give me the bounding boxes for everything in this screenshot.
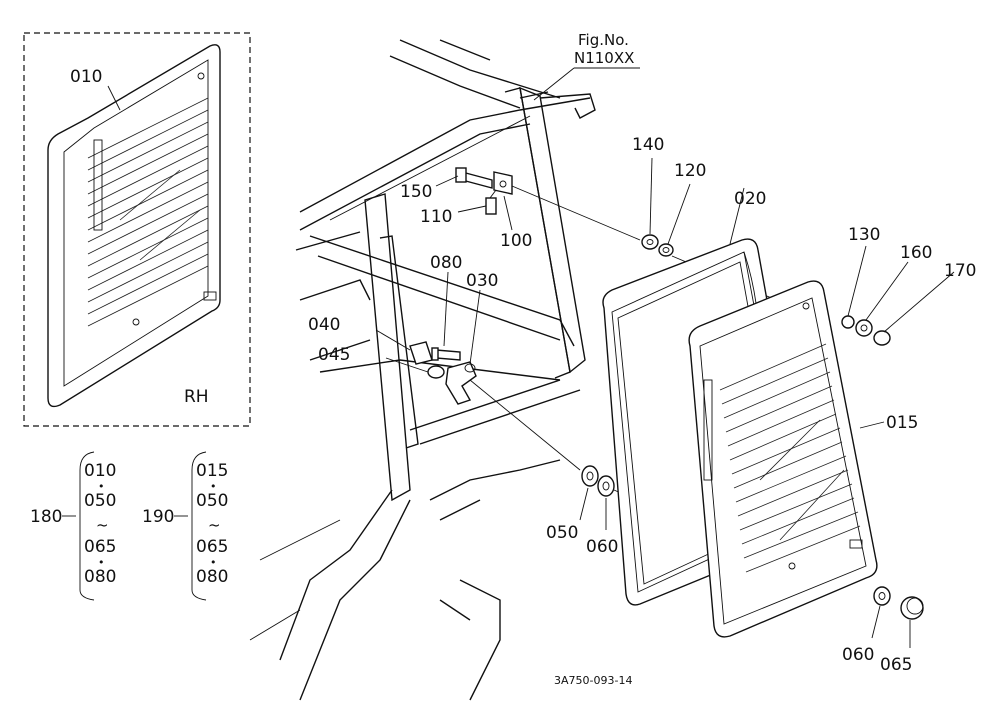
washer-130 (841, 315, 855, 329)
assembly-180: 180 010 • 050 ~ 065 • 080 (30, 451, 116, 601)
assembly-separator: • (98, 556, 105, 569)
assembly-separator: • (210, 480, 217, 493)
assembly-part: 080 (196, 567, 228, 587)
assembly-part: 050 (196, 491, 228, 511)
inset-hinge-hole (197, 72, 205, 80)
glass-015-latch-hole (788, 562, 796, 570)
latch-washers-right (871, 586, 924, 648)
assembly-part: 065 (84, 537, 116, 557)
assembly-separator: ~ (208, 516, 221, 534)
inset-glass-inner-edge (63, 59, 209, 387)
assembly-id: 180 (30, 507, 62, 527)
assembly-bracket (79, 451, 95, 601)
callout-040: 040 (308, 315, 340, 335)
nut-120 (658, 243, 674, 257)
right-hinge-hardware (841, 245, 955, 346)
cab-frame (249, 39, 596, 701)
callout-060-left: 060 (586, 537, 618, 557)
inset-latch-slot (93, 139, 103, 231)
screw-080 (435, 349, 461, 361)
callout-110: 110 (420, 207, 452, 227)
bolt-040 (409, 341, 433, 365)
bolt-110 (485, 197, 497, 215)
glass-015-latch-slot (703, 379, 713, 481)
callout-160: 160 (900, 243, 932, 263)
washer-160 (855, 319, 873, 337)
callout-050: 050 (546, 523, 578, 543)
latch-030 (445, 361, 477, 405)
fig-label: Fig.No. (578, 31, 629, 49)
callout-065: 065 (880, 655, 912, 675)
assembly-190: 190 015 • 050 ~ 065 • 080 (142, 451, 228, 601)
latch-hardware (375, 271, 581, 471)
inset-frame (23, 32, 251, 427)
inset-glass-slats (87, 97, 209, 327)
washer-140 (641, 234, 659, 250)
callout-060-right: 060 (842, 645, 874, 665)
callout-100: 100 (500, 231, 532, 251)
callout-080: 080 (430, 253, 462, 273)
inset-glass-panel (47, 44, 221, 408)
glass-015-hinge-hole (802, 302, 810, 310)
axis-line (469, 379, 581, 471)
assembly-part: 065 (196, 537, 228, 557)
assembly-part: 015 (196, 461, 228, 481)
glass-015-slats (719, 343, 861, 573)
washer-060 (597, 475, 615, 497)
callout-010: 010 (70, 67, 102, 87)
assembly-id: 190 (142, 507, 174, 527)
assembly-separator: • (98, 480, 105, 493)
glass-015-corner-tab (849, 539, 863, 549)
callout-120: 120 (674, 161, 706, 181)
rh-inset: 010 RH (23, 32, 251, 427)
window-glass-015 (688, 280, 885, 638)
callout-020: 020 (734, 189, 766, 209)
axis-line (511, 185, 641, 241)
figure-number-label: Fig.No. N110XX (533, 31, 640, 101)
callout-015: 015 (886, 413, 918, 433)
assembly-part: 080 (84, 567, 116, 587)
callout-030: 030 (466, 271, 498, 291)
assembly-separator: ~ (96, 516, 109, 534)
washer-060-right (873, 586, 891, 606)
callout-140: 140 (632, 135, 664, 155)
callout-150: 150 (400, 182, 432, 202)
washer-045 (427, 365, 445, 379)
assembly-bracket (191, 451, 207, 601)
cap-065 (900, 596, 924, 620)
cap-nut-170 (873, 330, 891, 346)
assembly-part: 010 (84, 461, 116, 481)
assembly-separator: • (210, 556, 217, 569)
assembly-part: 050 (84, 491, 116, 511)
washer-050 (581, 465, 599, 487)
inset-corner-tab (203, 291, 217, 301)
callout-130: 130 (848, 225, 880, 245)
hinge-hardware (435, 167, 641, 241)
leader-010 (107, 85, 121, 111)
inset-side-label: RH (184, 387, 209, 407)
callout-170: 170 (944, 261, 976, 281)
drawing-code: 3A750-093-14 (554, 674, 632, 687)
fig-number: N110XX (574, 49, 634, 67)
inset-latch-hole (132, 318, 140, 326)
callout-045: 045 (318, 345, 350, 365)
hinge-plate-100 (493, 171, 513, 195)
